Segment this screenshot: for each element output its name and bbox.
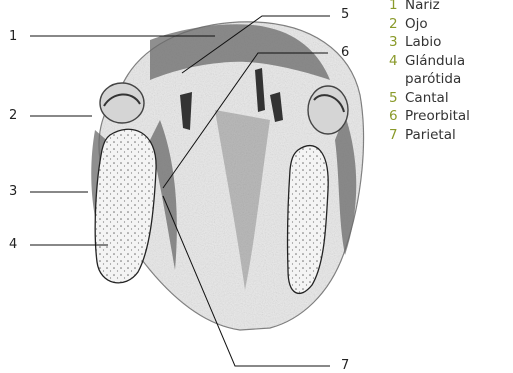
legend-label: Glándula [405, 53, 465, 69]
legend-number: 1 [389, 0, 405, 15]
callout-1: 1 [9, 30, 17, 43]
legend-number: 5 [389, 89, 405, 108]
legend-label: Nariz [405, 0, 440, 13]
callout-4: 4 [9, 238, 17, 251]
callout-5: 5 [341, 8, 349, 21]
legend-number: 6 [389, 107, 405, 126]
callout-7: 7 [341, 359, 349, 372]
legend-label: Parietal [405, 127, 456, 143]
legend-number: 2 [389, 15, 405, 34]
legend-label: Labio [405, 34, 441, 50]
left-eye [100, 83, 144, 123]
legend-number: 3 [389, 33, 405, 52]
legend-label: Preorbital [405, 108, 470, 124]
callout-6: 6 [341, 46, 349, 59]
legend-label-continuation: parótida [389, 70, 470, 89]
callout-2: 2 [9, 109, 17, 122]
right-eye [308, 86, 348, 134]
legend-label: Cantal [405, 90, 449, 106]
legend-number: 4 [389, 52, 405, 71]
legend-label: Ojo [405, 16, 428, 32]
callout-3: 3 [9, 185, 17, 198]
legend-number: 7 [389, 126, 405, 145]
